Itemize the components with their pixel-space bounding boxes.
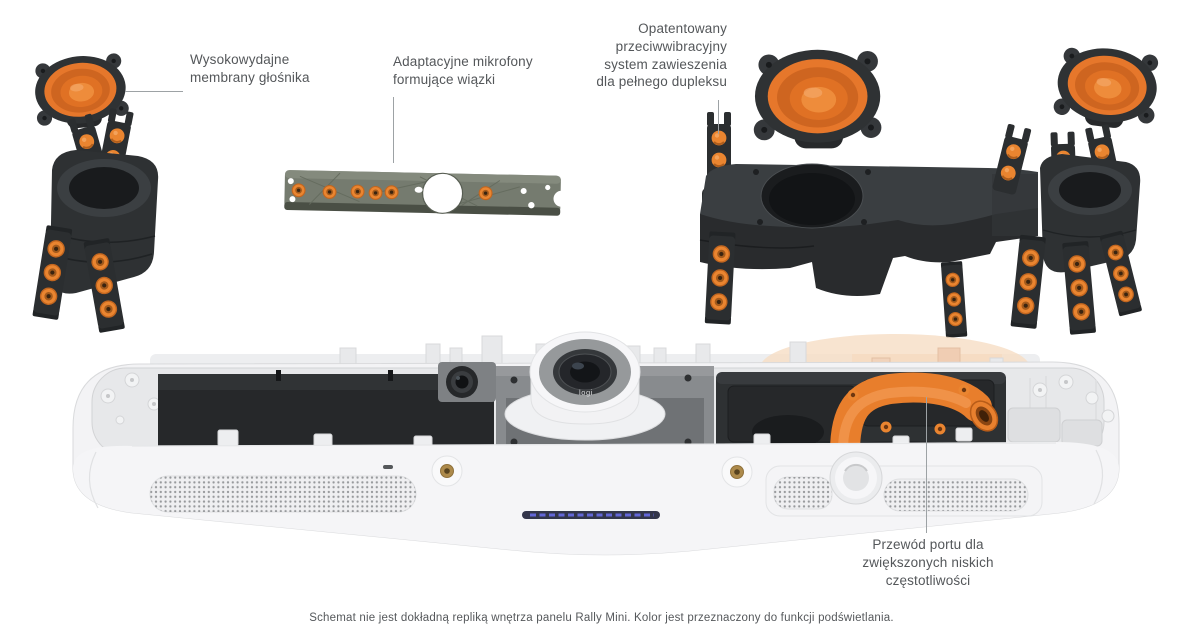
lens-logo-text: logi bbox=[578, 388, 594, 397]
callout-label-speaker-membranes: Wysokowydajne membrany głośnika bbox=[190, 52, 310, 85]
led-strip-illustration bbox=[522, 511, 660, 519]
left-speaker-assembly-illustration bbox=[30, 51, 159, 333]
bass-port-tube-illustration bbox=[830, 372, 999, 467]
diagram-footnote: Schemat nie jest dokładną repliką wnętrz… bbox=[309, 612, 894, 624]
callout-label-suspension-system: Opatentowany przeciwwibracyjny system za… bbox=[596, 21, 727, 90]
right-speaker-grille-illustration bbox=[765, 465, 1043, 517]
rally-mini-body-illustration bbox=[72, 331, 1120, 556]
callout-line-bass-port bbox=[926, 397, 927, 533]
mount-screw-right-illustration bbox=[721, 456, 753, 488]
bass-port-opening-illustration bbox=[829, 451, 883, 505]
right-speaker-assembly-illustration bbox=[992, 42, 1162, 335]
camera-illustration bbox=[504, 331, 666, 441]
callout-line-speaker-membranes bbox=[125, 91, 183, 92]
mount-screw-left-illustration bbox=[431, 455, 463, 487]
callout-label-bass-port: Przewód portu dla zwiększonych niskich c… bbox=[862, 537, 994, 588]
callout-line-beamforming-mics bbox=[393, 97, 394, 163]
status-indicator-slot bbox=[383, 465, 393, 469]
callout-line-suspension-system bbox=[718, 100, 719, 134]
microphone-board-illustration bbox=[284, 170, 570, 216]
suspension-bracket-assembly-illustration bbox=[699, 49, 1038, 338]
left-speaker-grille-illustration bbox=[149, 475, 417, 513]
callout-label-beamforming-mics: Adaptacyjne mikrofony formujące wiązki bbox=[393, 54, 533, 87]
